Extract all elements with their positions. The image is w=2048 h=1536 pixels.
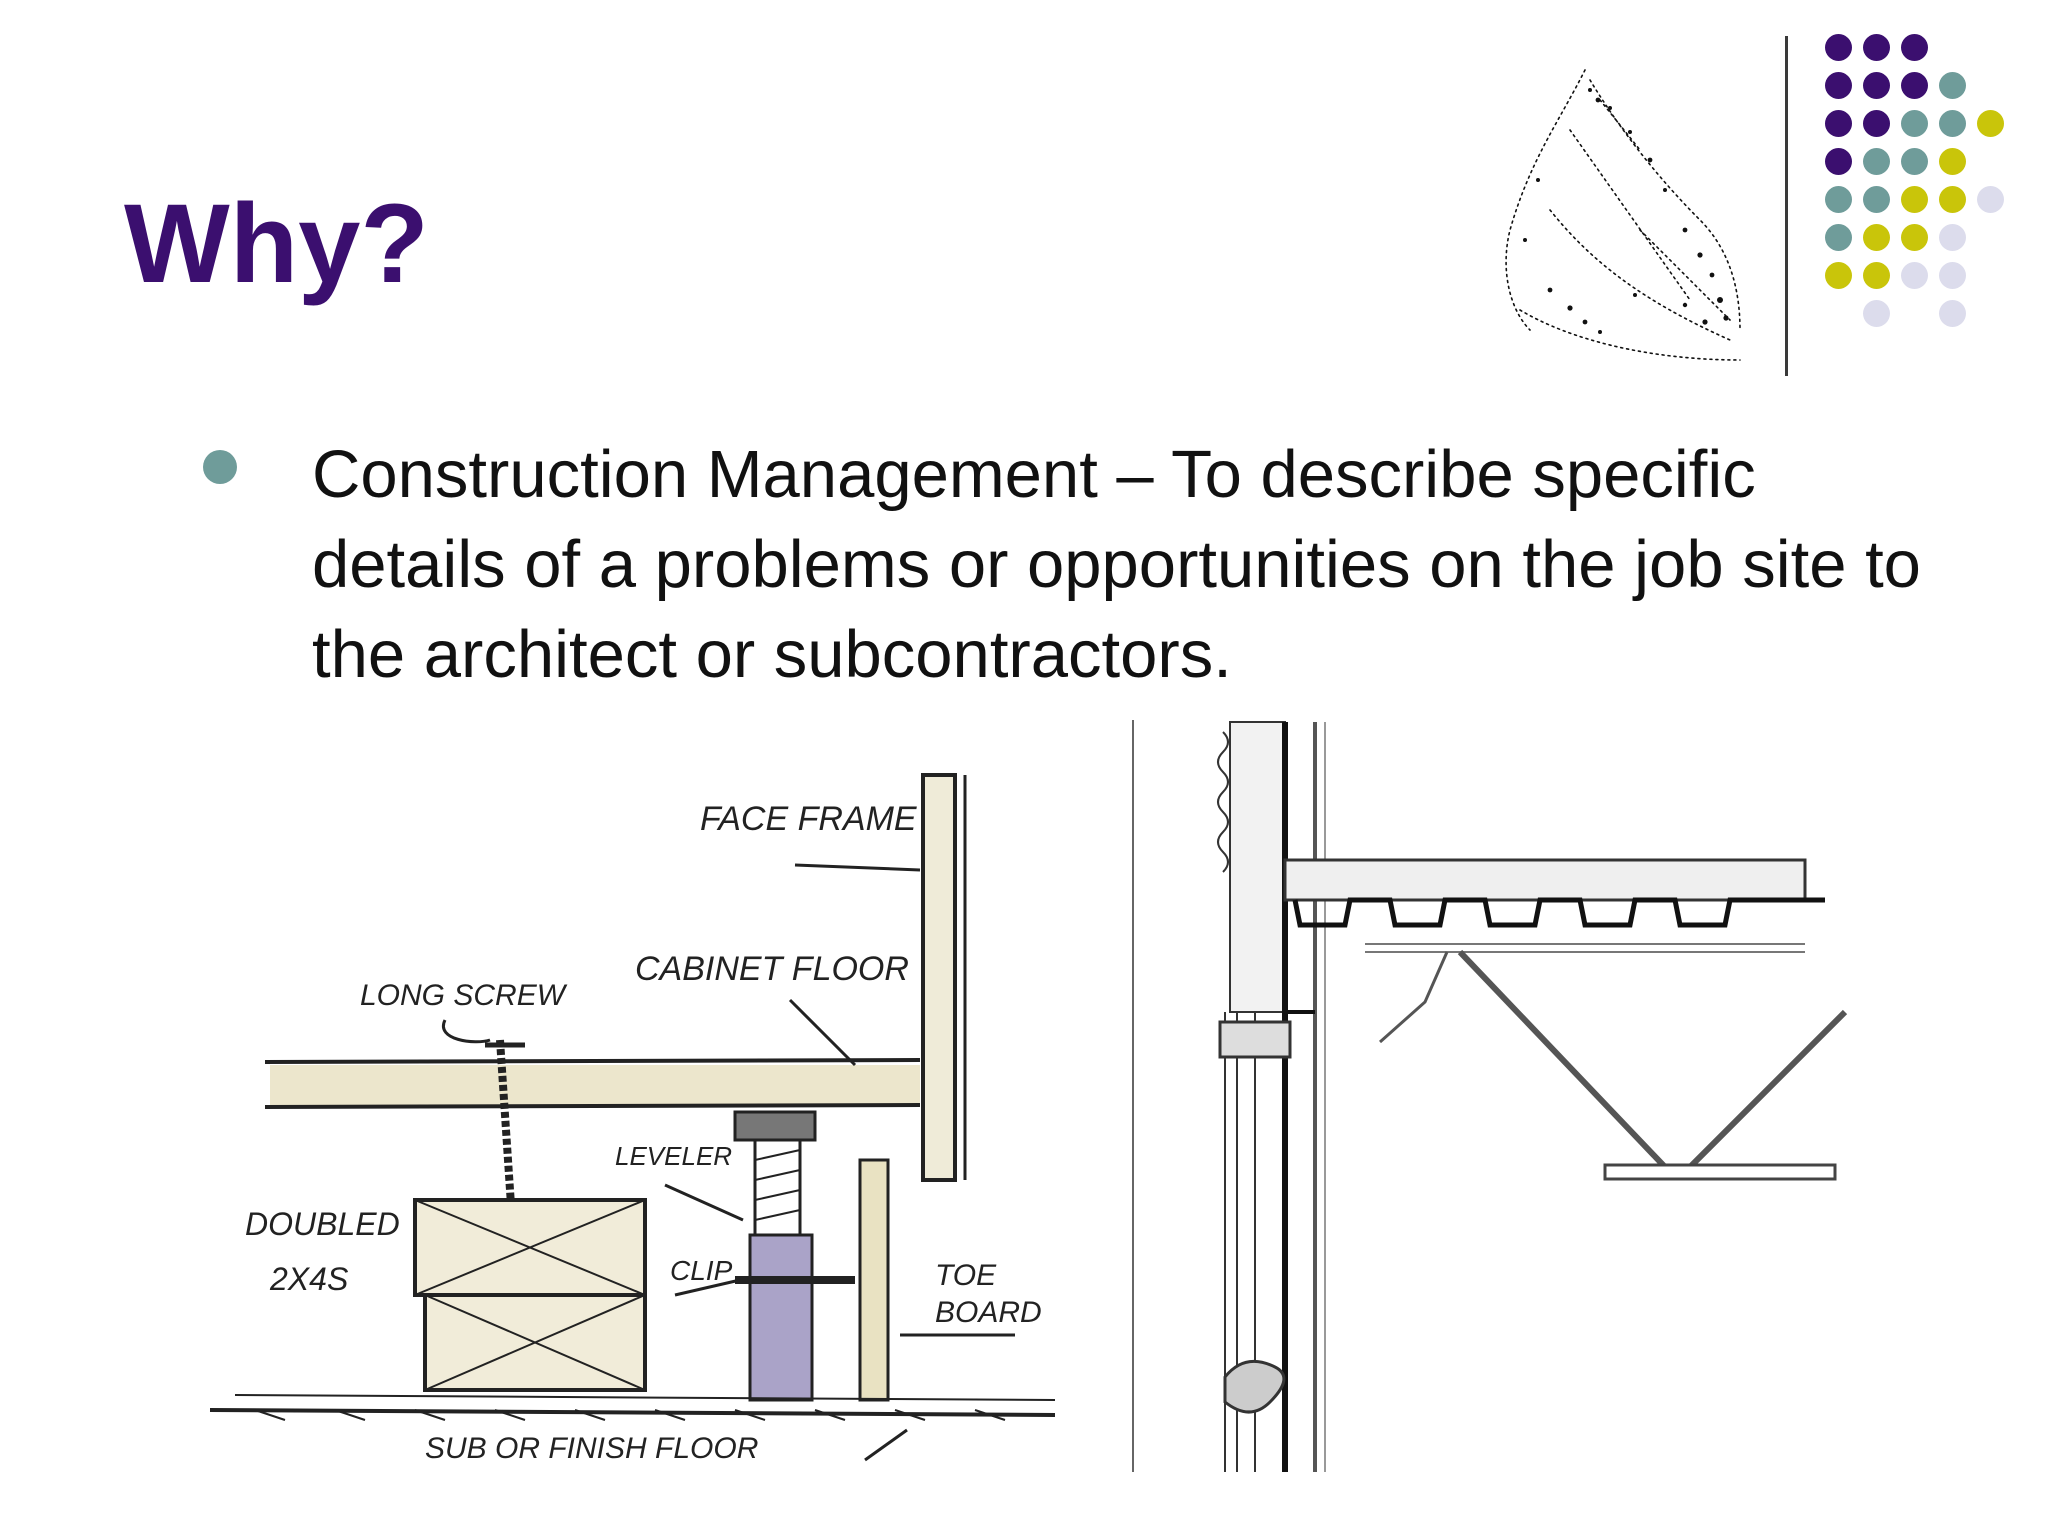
label-board: BOARD xyxy=(935,1296,1042,1329)
label-clip: CLIP xyxy=(670,1255,733,1286)
dot xyxy=(1901,34,1928,61)
dot xyxy=(1977,110,2004,137)
header-divider xyxy=(1785,36,1788,376)
dot xyxy=(1901,148,1928,175)
dot xyxy=(1901,72,1928,99)
dot xyxy=(1863,262,1890,289)
dot xyxy=(1863,186,1890,213)
label-long-screw: LONG SCREW xyxy=(360,979,568,1012)
dot xyxy=(1939,300,1966,327)
dot xyxy=(1901,262,1928,289)
dot xyxy=(1939,186,1966,213)
dot xyxy=(1939,148,1966,175)
dot xyxy=(1939,110,1966,137)
label-2x4s: 2X4S xyxy=(269,1261,348,1297)
dot xyxy=(1939,72,1966,99)
dot xyxy=(1901,110,1928,137)
label-face-frame: FACE FRAME xyxy=(700,800,917,838)
dot xyxy=(1977,186,2004,213)
dot xyxy=(1825,34,1852,61)
dot xyxy=(1825,262,1852,289)
dot xyxy=(1901,224,1928,251)
slide-title: Why? xyxy=(124,181,429,306)
label-doubled: DOUBLED xyxy=(245,1206,400,1242)
label-cabinet-floor: CABINET FLOOR xyxy=(635,950,909,988)
dot xyxy=(1863,300,1890,327)
bullet-circle-icon xyxy=(203,450,237,484)
bullet-text: Construction Management – To describe sp… xyxy=(312,437,1921,692)
dot xyxy=(1825,110,1852,137)
dot xyxy=(1863,148,1890,175)
dot xyxy=(1825,186,1852,213)
dot xyxy=(1901,186,1928,213)
stipple-sketch-icon xyxy=(1505,69,1741,361)
label-toe: TOE xyxy=(935,1259,997,1292)
dot xyxy=(1863,110,1890,137)
label-sub-floor: SUB OR FINISH FLOOR xyxy=(425,1432,758,1465)
dot xyxy=(1825,148,1852,175)
dot xyxy=(1863,72,1890,99)
dot xyxy=(1939,262,1966,289)
dot xyxy=(1939,224,1966,251)
cabinet-detail-sketch: FACE FRAME CABINET FLOOR LONG SCREW LEVE… xyxy=(209,773,1056,1465)
dot xyxy=(1863,34,1890,61)
dot xyxy=(1825,224,1852,251)
dot xyxy=(1863,224,1890,251)
label-leveler: LEVELER xyxy=(615,1141,732,1171)
wall-joist-section-drawing xyxy=(1132,720,1848,1472)
dot xyxy=(1825,72,1852,99)
